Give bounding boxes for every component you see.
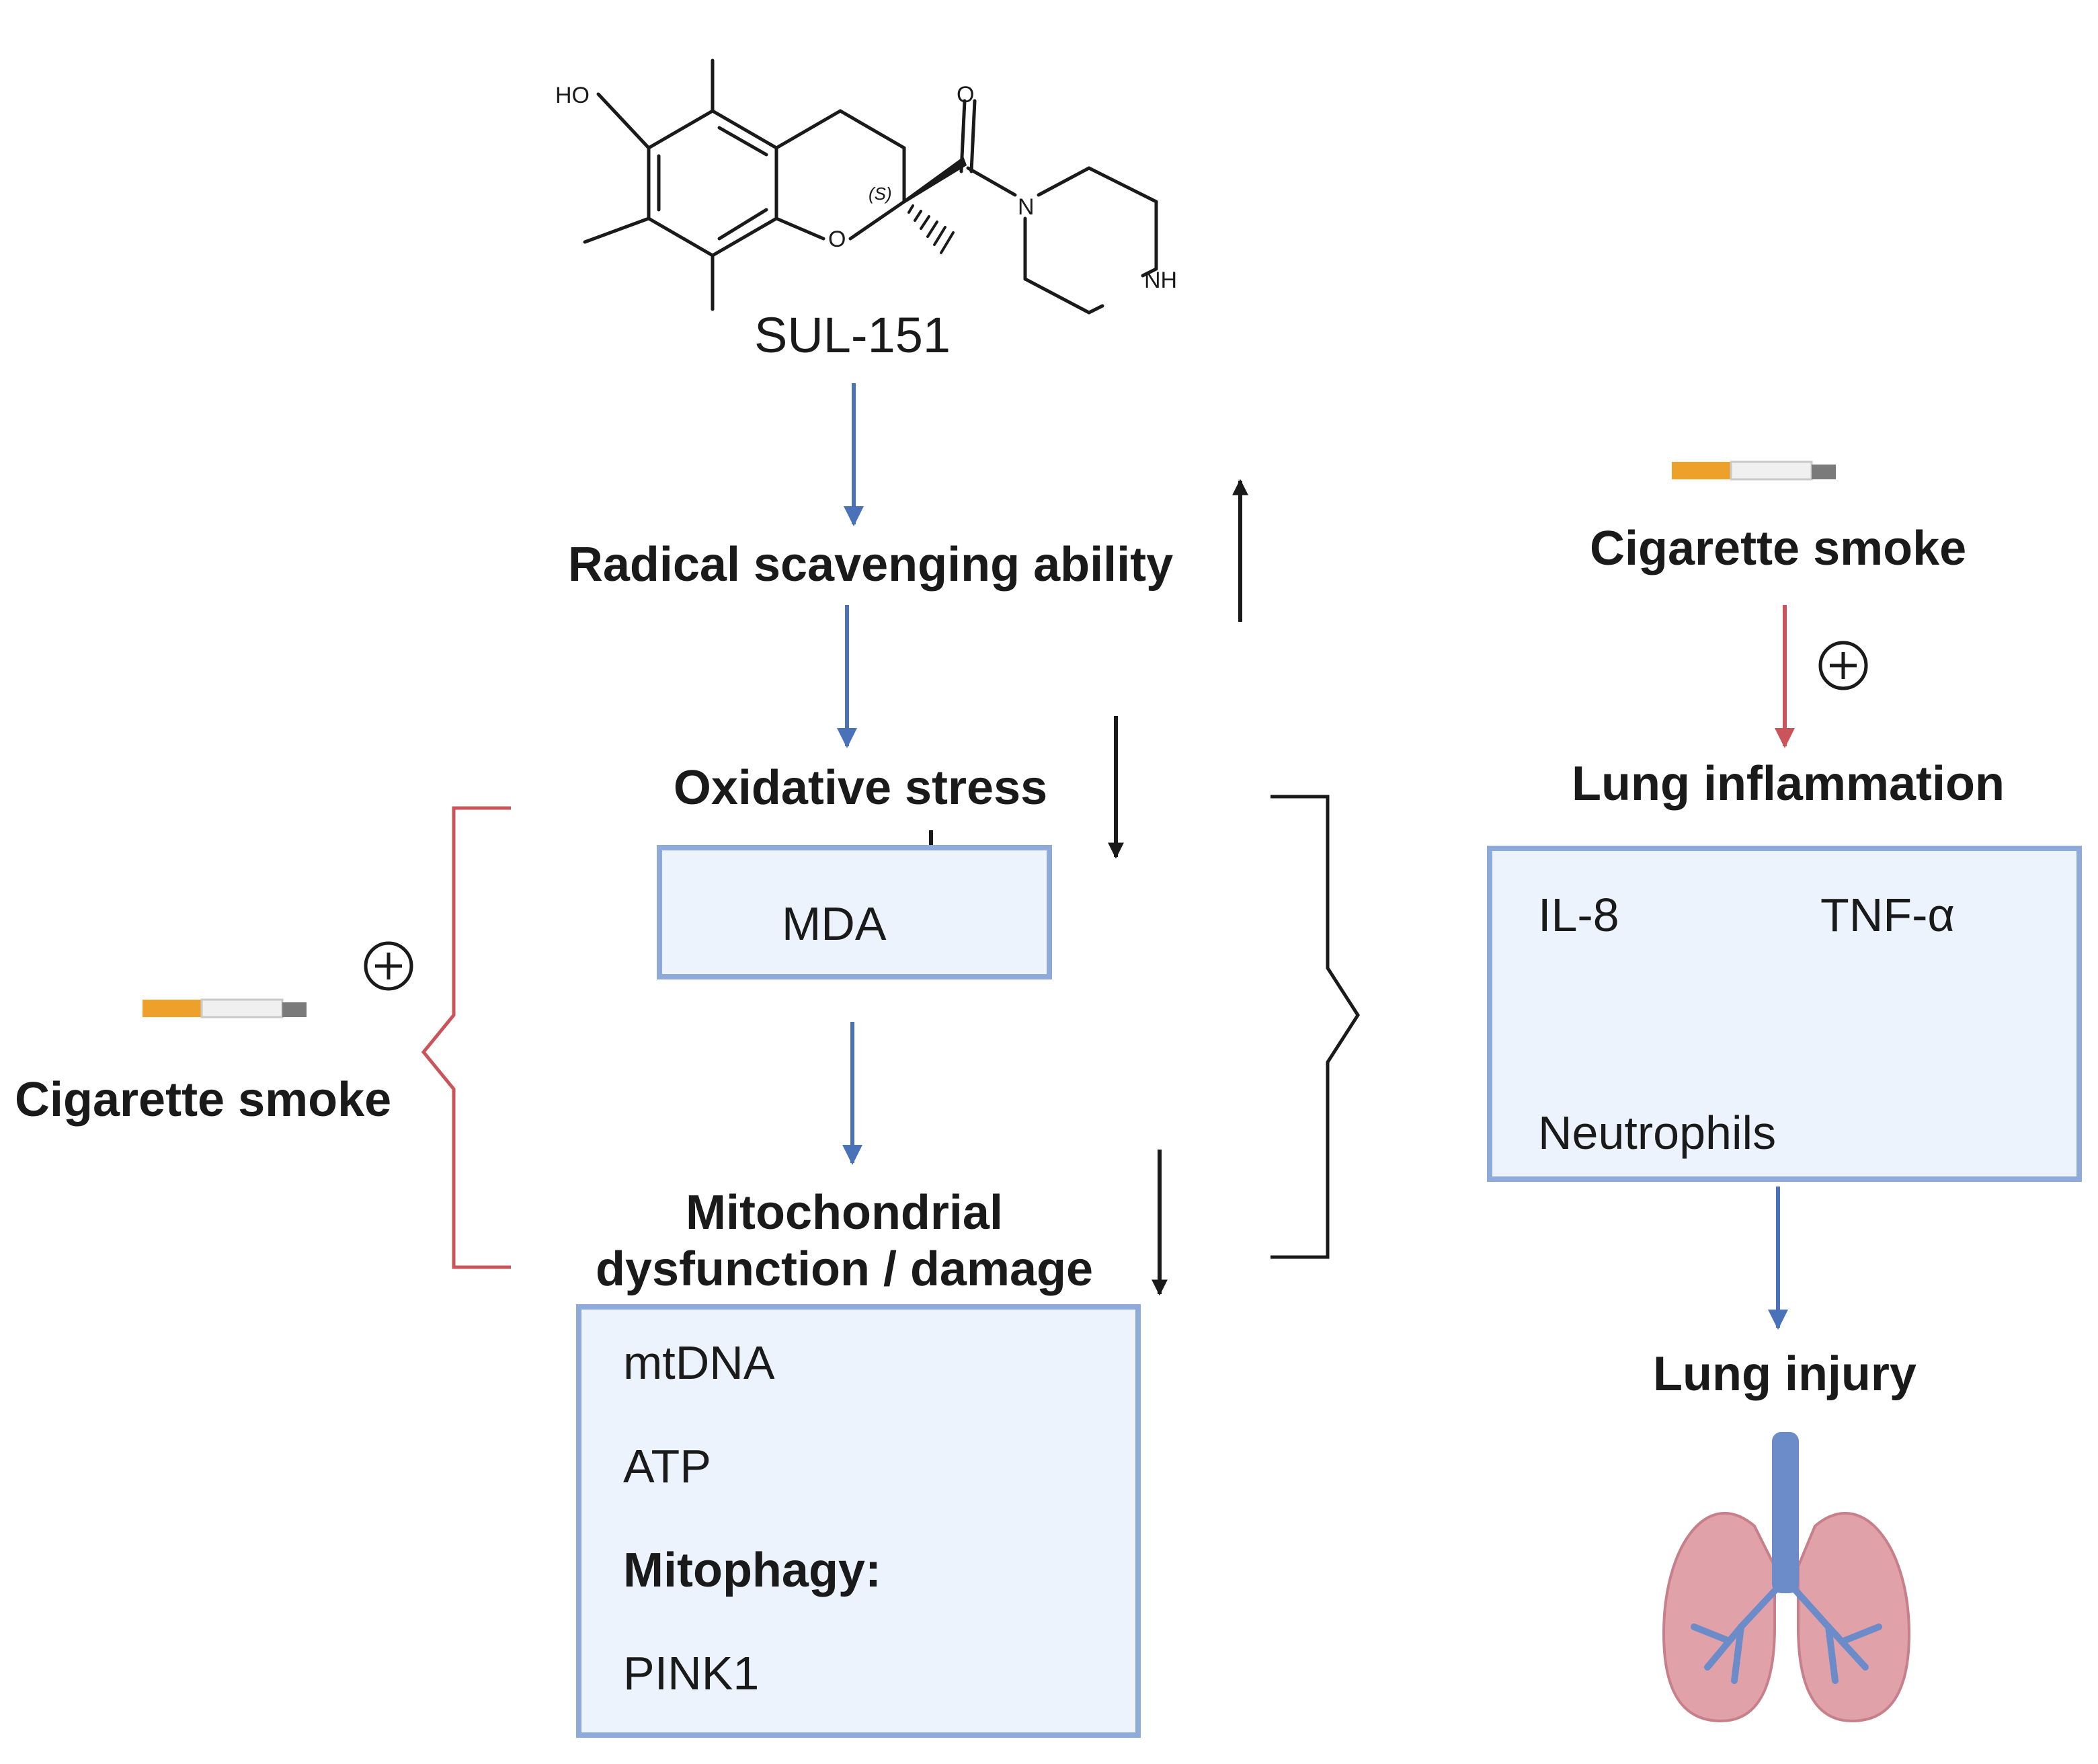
node-mitochondrial-line1: Mitochondrial xyxy=(686,1186,1003,1240)
marker-tnfa: TNF-α xyxy=(1820,889,1955,941)
node-lung-injury: Lung injury xyxy=(1653,1347,1917,1401)
atom-carbonyl-oxygen: O xyxy=(957,82,975,108)
marker-mtdna: mtDNA xyxy=(623,1336,775,1389)
cigarette-icon-right xyxy=(1672,460,1836,481)
mitochondrial-markers-box: mtDNA ATP Mitophagy: PINK1 xyxy=(576,1304,1141,1738)
node-radical-scavenging: Radical scavenging ability xyxy=(567,538,1174,592)
marker-atp: ATP xyxy=(623,1440,711,1492)
node-lung-inflammation: Lung inflammation xyxy=(1572,757,2005,811)
plus-circle-icon-left xyxy=(364,941,413,991)
mda-box: MDA xyxy=(657,845,1052,979)
trigger-cigarette-smoke-left: Cigarette smoke xyxy=(15,1073,392,1127)
sul151-structure xyxy=(583,58,1158,315)
atom-hydroxyl: HO xyxy=(555,83,590,108)
trigger-cigarette-smoke-right: Cigarette smoke xyxy=(1590,522,1967,575)
compound-name: SUL-151 xyxy=(754,307,951,363)
marker-mda: MDA xyxy=(782,897,887,950)
node-oxidative-stress: Oxidative stress xyxy=(673,761,1048,815)
atom-amide-nitrogen: N xyxy=(1018,194,1035,220)
marker-neutrophils: Neutrophils xyxy=(1538,1107,1777,1159)
lungs-icon xyxy=(1662,1432,1911,1723)
node-mitochondrial-line2: dysfunction / damage xyxy=(595,1242,1094,1296)
atom-ring-oxygen: O xyxy=(828,227,846,252)
left-bracket xyxy=(421,806,511,1269)
marker-il8: IL-8 xyxy=(1538,889,1619,941)
atom-stereo: (S) xyxy=(869,184,892,204)
cigarette-icon-left xyxy=(143,998,307,1018)
plus-circle-icon-right xyxy=(1818,641,1868,690)
atom-amine: NH xyxy=(1144,268,1178,293)
right-brace xyxy=(1270,795,1360,1259)
inflammation-markers-box: IL-8 TNF-α Neutrophils xyxy=(1487,846,2082,1182)
marker-mitophagy: Mitophagy: xyxy=(623,1544,881,1597)
marker-pink1: PINK1 xyxy=(623,1647,760,1699)
